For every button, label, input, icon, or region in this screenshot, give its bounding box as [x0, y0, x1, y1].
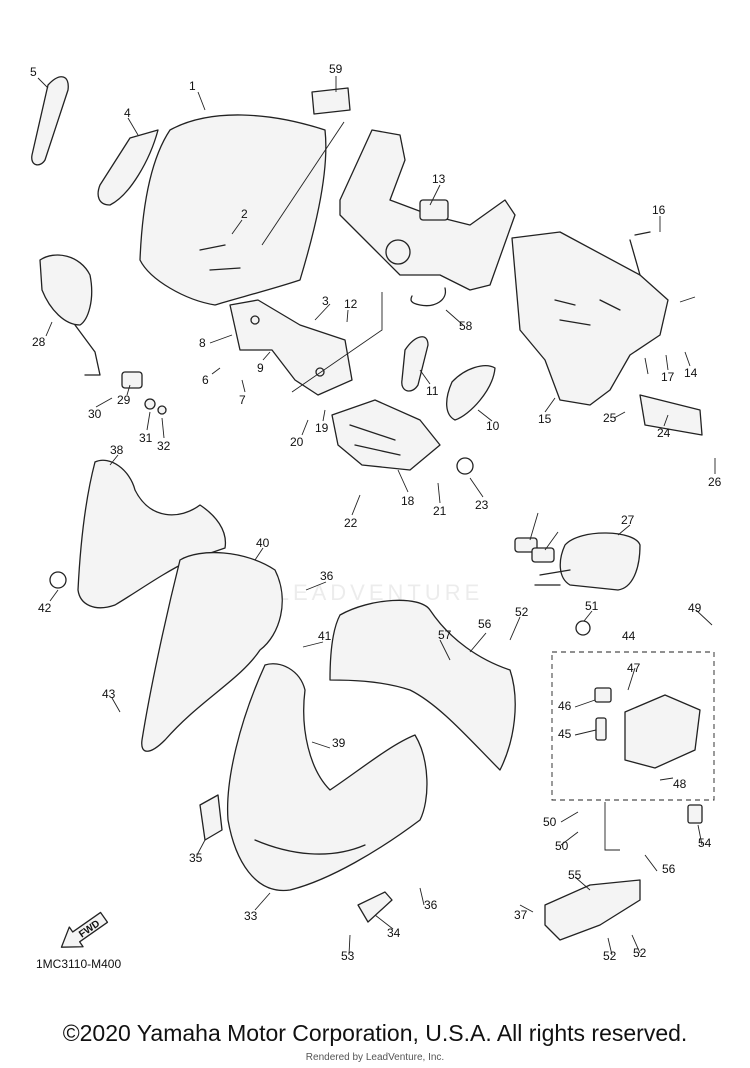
callout-35: 35 [189, 851, 203, 865]
part-screen-motor-frame [339, 129, 516, 291]
callout-18: 18 [401, 494, 415, 508]
callout-36b: 36 [424, 898, 438, 912]
callout-11: 11 [426, 384, 439, 398]
callout-4: 4 [124, 106, 131, 120]
callout-10: 10 [486, 419, 500, 433]
part-main-stay [511, 231, 669, 406]
callout-9: 9 [257, 361, 264, 375]
callout-50b: 50 [555, 839, 569, 853]
callout-56a: 56 [478, 617, 492, 631]
callout-51: 51 [585, 599, 599, 613]
callout-28: 28 [32, 335, 46, 349]
part-bracket-24 [639, 394, 703, 436]
callout-17: 17 [661, 370, 675, 384]
callout-24: 24 [657, 426, 671, 440]
rendered-by-notice: Rendered by LeadVenture, Inc. [305, 1052, 445, 1063]
callout-41: 41 [318, 629, 332, 643]
callout-23: 23 [475, 498, 489, 512]
part-meter [624, 694, 701, 769]
callout-30: 30 [88, 407, 102, 421]
part-inner-panel-57 [329, 599, 516, 771]
drawing-code: 1MC3110-M400 [36, 957, 121, 971]
callout-56b: 56 [662, 862, 676, 876]
part-clamp [456, 457, 474, 475]
callout-42: 42 [38, 601, 52, 615]
callout-48: 48 [673, 777, 687, 791]
callout-37: 37 [514, 908, 528, 922]
part-sticker [311, 87, 351, 115]
fwd-arrow-icon: FWD [60, 911, 109, 948]
callout-33: 33 [244, 909, 258, 923]
callout-59: 59 [329, 62, 343, 76]
part-mirror-left [39, 254, 93, 326]
callout-47: 47 [627, 661, 641, 675]
part-panel-bracket-18 [331, 399, 441, 471]
part-mirror-right [559, 532, 641, 591]
callout-8: 8 [199, 336, 206, 350]
callout-3: 3 [322, 294, 329, 308]
callout-58: 58 [459, 319, 473, 333]
part-lower-bracket-55 [544, 879, 641, 941]
part-clip-54 [687, 804, 703, 824]
callout-32: 32 [157, 439, 171, 453]
leader-lines [37, 76, 716, 956]
callout-15: 15 [538, 412, 552, 426]
callout-22: 22 [344, 516, 358, 530]
copyright-notice: ©2020 Yamaha Motor Corporation, U.S.A. A… [62, 1020, 688, 1046]
group-44-box [551, 651, 715, 801]
callout-29: 29 [117, 393, 131, 407]
callout-14: 14 [684, 366, 698, 380]
callout-13: 13 [432, 172, 446, 186]
callout-21: 21 [433, 504, 447, 518]
watermark: LEADVENTURE [276, 580, 484, 605]
callout-34: 34 [387, 926, 401, 940]
part-cover-11 [401, 336, 429, 392]
part-mirror-mount [121, 371, 143, 389]
callout-7: 7 [239, 393, 246, 407]
part-side-deflector [97, 129, 159, 206]
parts-diagram: 1 2 3 4 5 6 7 8 9 10 11 12 13 14 15 16 1… [30, 62, 722, 971]
callout-46: 46 [558, 699, 572, 713]
part-front-cowl [226, 663, 428, 892]
callout-20: 20 [290, 435, 304, 449]
callout-6: 6 [202, 373, 209, 387]
callout-40: 40 [256, 536, 270, 550]
callout-39: 39 [332, 736, 346, 750]
callout-5: 5 [30, 65, 37, 79]
callout-53: 53 [341, 949, 355, 963]
callout-labels: 1 2 3 4 5 6 7 8 9 10 11 12 13 14 15 16 1… [30, 62, 722, 963]
part-side-panel-40 [141, 552, 283, 752]
part-piece-35 [199, 794, 223, 841]
callout-55: 55 [568, 868, 582, 882]
part-windshield [139, 114, 327, 306]
callout-44: 44 [622, 629, 636, 643]
callout-26: 26 [708, 475, 722, 489]
callout-52c: 52 [633, 946, 647, 960]
callout-2: 2 [241, 207, 248, 221]
callout-12: 12 [344, 297, 358, 311]
part-bottom-panel-34 [357, 891, 393, 923]
callout-31: 31 [139, 431, 153, 445]
callout-25: 25 [603, 411, 617, 425]
callout-36: 36 [320, 569, 334, 583]
callout-19: 19 [315, 421, 329, 435]
callout-16: 16 [652, 203, 666, 217]
callout-49: 49 [688, 601, 702, 615]
callout-54: 54 [698, 836, 712, 850]
callout-45: 45 [558, 727, 572, 741]
callout-50a: 50 [543, 815, 557, 829]
callout-57: 57 [438, 628, 452, 642]
callout-52a: 52 [515, 605, 529, 619]
callout-52b: 52 [603, 949, 617, 963]
callout-27: 27 [621, 513, 635, 527]
callout-43: 43 [102, 687, 116, 701]
callout-1: 1 [189, 79, 196, 93]
part-grommet-42 [49, 571, 67, 589]
part-cover-10 [446, 365, 496, 421]
part-stay-bracket [229, 299, 353, 396]
part-visor-strip [31, 76, 69, 166]
callout-38: 38 [110, 443, 124, 457]
